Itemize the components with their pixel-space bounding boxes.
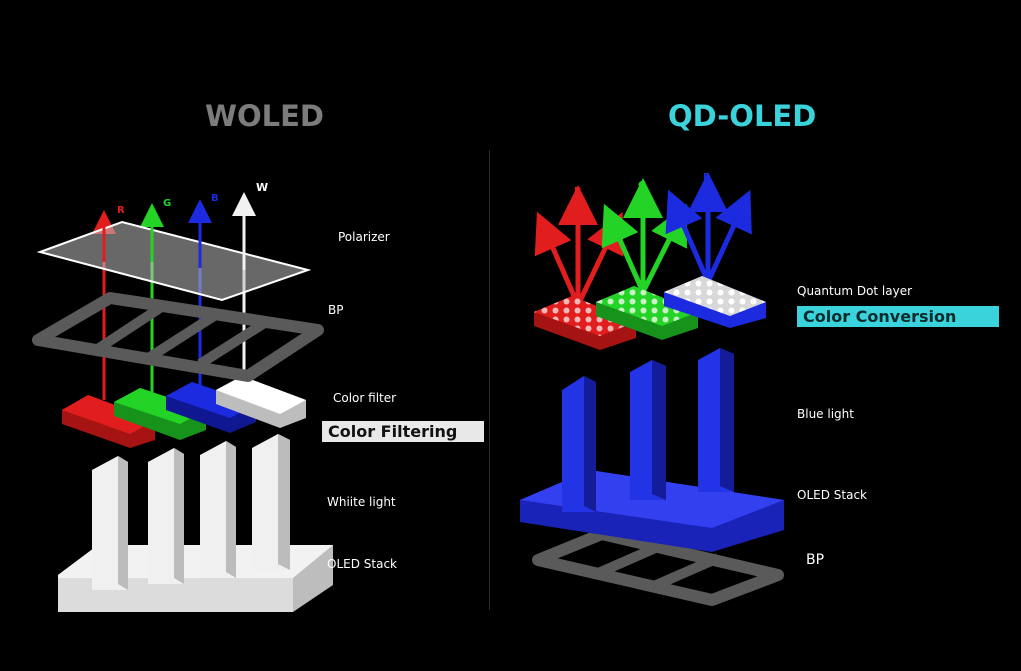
woled-label-w: W [256, 181, 269, 194]
woled-title: WOLED [205, 99, 325, 133]
woled-bp-label: BP [328, 303, 344, 317]
qdoled-oled-stack-label: OLED Stack [797, 488, 867, 502]
woled-arrows-top [102, 204, 246, 270]
qdoled-qd-tiles [534, 276, 766, 350]
woled-white-light-label: Whiite light [327, 495, 396, 509]
woled-label-b: B [211, 193, 219, 204]
qdoled-label-b: B [703, 172, 711, 183]
qdoled-blue-arrows [665, 172, 752, 284]
qdoled-green-arrows [601, 178, 687, 294]
woled-color-filter [62, 376, 306, 448]
center-divider [489, 150, 490, 610]
qdoled-bp-label: BP [806, 552, 825, 568]
woled-polarizer [36, 220, 312, 302]
qdoled-blue-light-label: Blue light [797, 407, 854, 421]
qdoled-qd-layer-label: Quantum Dot layer [797, 284, 913, 298]
qdoled-title: QD-OLED [668, 99, 817, 133]
woled-bp-frame [32, 292, 324, 382]
woled-color-filter-label: Color filter [333, 391, 397, 405]
woled-label-g: G [163, 198, 172, 209]
woled-color-filtering-badge: Color Filtering [322, 421, 484, 442]
qdoled-bp-frame [532, 528, 784, 606]
qdoled-label-g: G [638, 180, 647, 191]
woled-white-light-pillars [92, 434, 290, 590]
woled-label-r: R [117, 205, 125, 216]
qdoled-color-conversion-badge: Color Conversion [797, 306, 999, 327]
qdoled-red-arrows [534, 185, 624, 307]
woled-oled-stack-label: OLED Stack [327, 557, 397, 571]
qdoled-blue-light-pillars [562, 348, 734, 512]
qdoled-label-r: R [574, 186, 582, 197]
woled-polarizer-label: Polarizer [338, 230, 390, 244]
